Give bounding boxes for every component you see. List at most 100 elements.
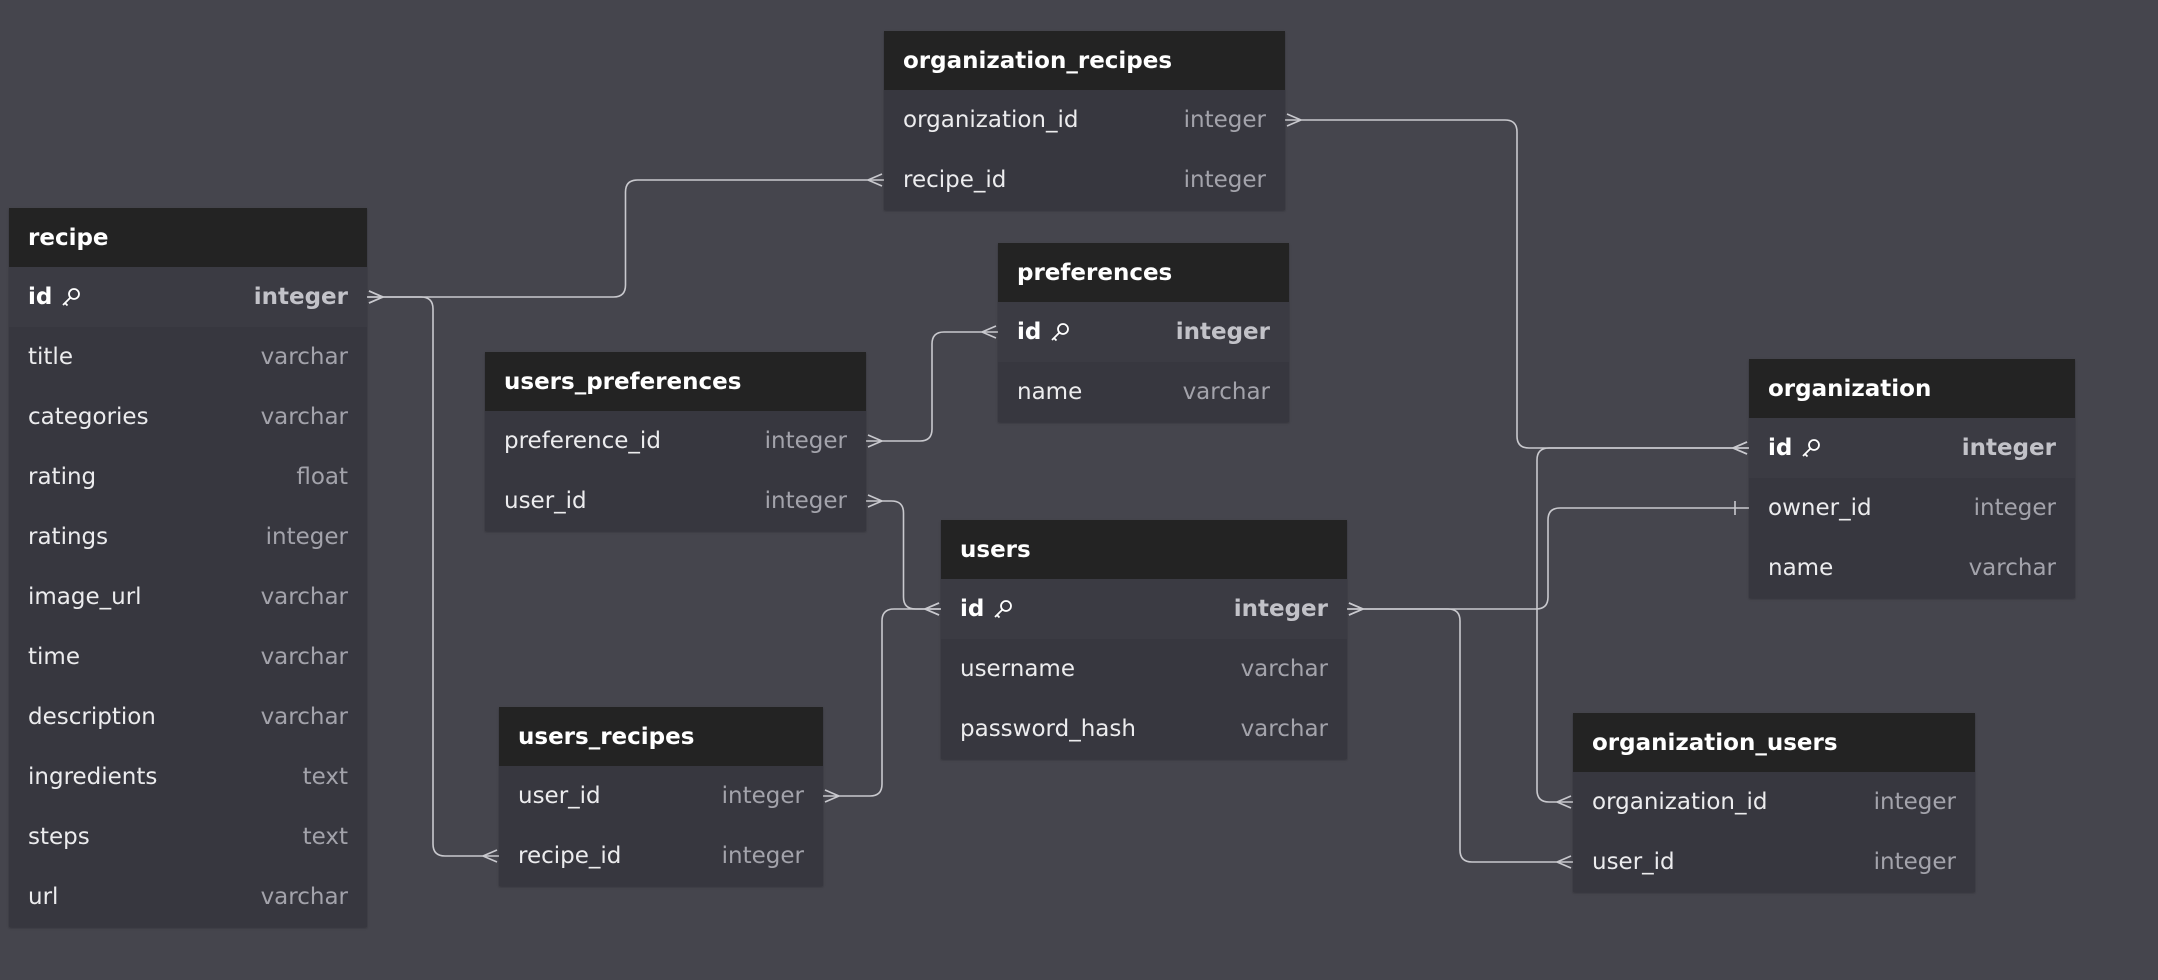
column-name: url — [28, 884, 58, 910]
relation-line-8-start-crowfoot — [1732, 441, 1748, 455]
column-name-text: id — [1017, 319, 1042, 345]
column-name-text: preference_id — [504, 428, 661, 454]
column-type: integer — [1973, 495, 2056, 521]
column-type: varchar — [1240, 656, 1328, 682]
table-row[interactable]: organization_id integer — [1573, 772, 1975, 832]
table-row[interactable]: password_hash varchar — [941, 699, 1347, 759]
column-type: integer — [1175, 319, 1270, 345]
column-name-text: description — [28, 704, 156, 730]
column-name: ratings — [28, 524, 108, 550]
relation-line-7-end-crowfoot — [1556, 855, 1572, 869]
column-name: organization_id — [903, 107, 1079, 133]
column-type: varchar — [1968, 555, 2056, 581]
table-organization-users[interactable]: organization_users organization_id integer… — [1573, 713, 1975, 892]
table-title[interactable]: recipe — [9, 208, 367, 267]
column-name: description — [28, 704, 156, 730]
relation-line-8-end-crowfoot — [1556, 795, 1572, 809]
column-type: integer — [1961, 435, 2056, 461]
column-type: integer — [764, 428, 847, 454]
table-title[interactable]: users — [941, 520, 1347, 579]
relation-line-0-start-crowfoot — [368, 290, 384, 304]
column-type: integer — [1873, 789, 1956, 815]
column-name: preference_id — [504, 428, 661, 454]
column-type: integer — [764, 488, 847, 514]
relation-line-2 — [1285, 119, 1749, 449]
relation-line-1-end-crowfoot — [482, 849, 498, 863]
column-name-text: user_id — [504, 488, 587, 514]
relation-line-2-end-crowfoot — [1732, 441, 1748, 455]
column-type: varchar — [260, 884, 348, 910]
column-name: recipe_id — [518, 843, 621, 869]
column-type: integer — [721, 843, 804, 869]
table-row[interactable]: id integer — [1749, 418, 2075, 478]
column-name: id — [1017, 319, 1071, 345]
table-row[interactable]: url varchar — [9, 867, 367, 927]
column-name-text: title — [28, 344, 73, 370]
table-title[interactable]: organization_users — [1573, 713, 1975, 772]
column-name-text: id — [1768, 435, 1793, 461]
column-type: varchar — [260, 584, 348, 610]
table-row[interactable]: name varchar — [1749, 538, 2075, 598]
relation-line-4-start-crowfoot — [867, 494, 883, 508]
column-name: id — [960, 596, 1014, 622]
column-name: user_id — [504, 488, 587, 514]
column-name: time — [28, 644, 80, 670]
column-type: text — [302, 764, 348, 790]
column-name-text: steps — [28, 824, 90, 850]
table-title[interactable]: users_recipes — [499, 707, 823, 766]
table-title[interactable]: organization — [1749, 359, 2075, 418]
relation-line-4 — [866, 500, 941, 610]
column-type: integer — [253, 284, 348, 310]
column-name-text: organization_id — [903, 107, 1079, 133]
column-type: varchar — [260, 344, 348, 370]
relation-line-6 — [1347, 507, 1749, 610]
column-type: integer — [1183, 167, 1266, 193]
table-row[interactable]: preference_id integer — [485, 411, 866, 471]
relation-line-3-start-crowfoot — [867, 434, 883, 448]
table-title[interactable]: users_preferences — [485, 352, 866, 411]
table-title[interactable]: preferences — [998, 243, 1289, 302]
table-row[interactable]: recipe_id integer — [499, 826, 823, 886]
relation-line-7-start-crowfoot — [1348, 602, 1364, 616]
table-row[interactable]: title varchar — [9, 327, 367, 387]
column-name: user_id — [1592, 849, 1675, 875]
column-name: name — [1768, 555, 1833, 581]
column-name: password_hash — [960, 716, 1136, 742]
column-name-text: organization_id — [1592, 789, 1768, 815]
column-type: varchar — [1240, 716, 1328, 742]
table-row[interactable]: description varchar — [9, 687, 367, 747]
column-name-text: name — [1768, 555, 1834, 581]
table-row[interactable]: organization_id integer — [884, 90, 1285, 150]
column-name-text: password_hash — [960, 716, 1136, 742]
table-title[interactable]: organization_recipes — [884, 31, 1285, 90]
column-type: varchar — [1182, 379, 1270, 405]
column-name-text: ratings — [28, 524, 109, 550]
column-type: varchar — [260, 704, 348, 730]
table-row[interactable]: user_id integer — [485, 471, 866, 531]
column-type: integer — [1183, 107, 1266, 133]
table-row[interactable]: id integer — [998, 302, 1289, 362]
